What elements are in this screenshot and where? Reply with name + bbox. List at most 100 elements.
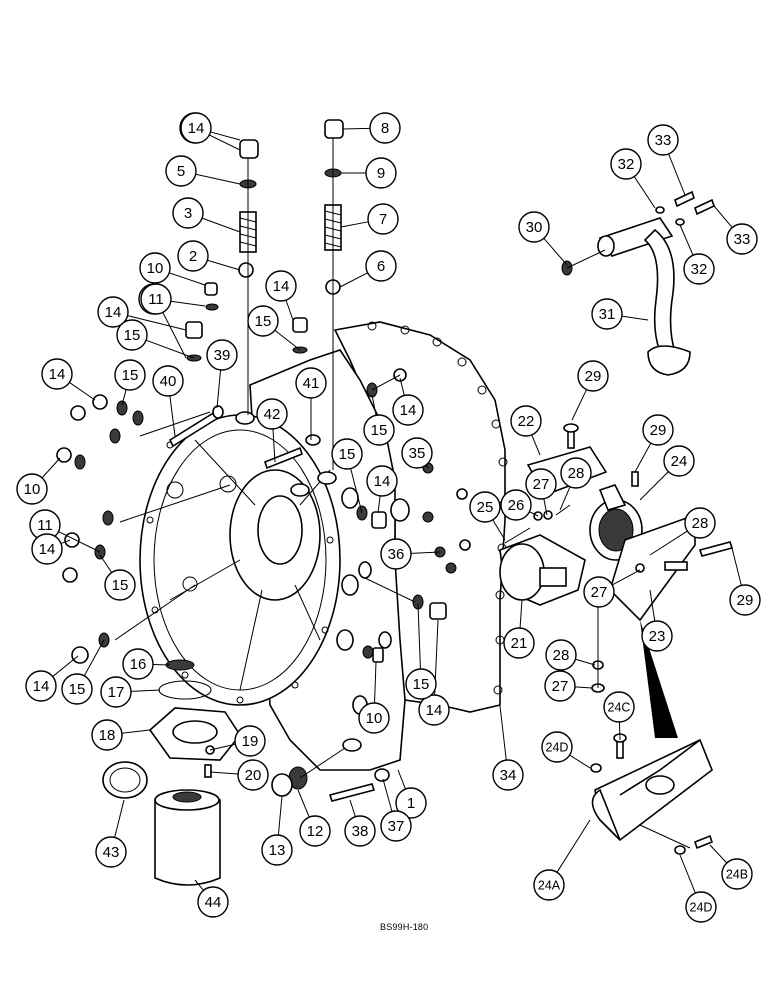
- callout-leader: [543, 237, 568, 266]
- callout-label: 15: [339, 446, 356, 463]
- callout-label: 43: [103, 844, 120, 861]
- callout-circle: [114, 359, 146, 391]
- callout-leader: [209, 771, 239, 775]
- callout-24d: 24D: [679, 854, 717, 923]
- callout-leader: [574, 686, 593, 689]
- callout-43: 43: [95, 799, 127, 868]
- callout-circle: [172, 197, 204, 229]
- callout-circle: [247, 305, 279, 337]
- callouts: 1234567891010101111111213141414141414141…: [16, 112, 761, 923]
- callout-label: 19: [242, 733, 259, 750]
- callout-14: 14: [265, 270, 297, 321]
- callout-circle: [100, 676, 132, 708]
- callout-16: 16: [122, 648, 171, 680]
- callout-label: 3: [184, 205, 192, 222]
- callout-circle: [367, 203, 399, 235]
- callout-1: 1: [395, 769, 427, 819]
- callout-14: 14: [97, 296, 187, 331]
- callout-label: 28: [553, 647, 570, 664]
- callout-leader: [99, 554, 113, 573]
- callout-leader: [207, 259, 241, 271]
- callout-leader: [569, 754, 591, 769]
- callout-28: 28: [559, 457, 592, 511]
- callout-label: 7: [379, 211, 387, 228]
- callout-label: 14: [273, 278, 290, 295]
- callout-41: 41: [295, 367, 327, 440]
- callout-36: 36: [380, 538, 441, 570]
- callout-32: 32: [679, 224, 715, 285]
- callout-39: 39: [206, 339, 238, 409]
- callout-circle: [577, 360, 609, 392]
- callout-circle: [392, 394, 424, 426]
- callout-7: 7: [340, 203, 399, 235]
- callout-leader: [60, 539, 71, 544]
- callout-leader: [169, 395, 176, 437]
- callout-circle: [152, 365, 184, 397]
- callout-label: 44: [205, 894, 222, 911]
- callout-label: 14: [374, 473, 391, 490]
- callout-label: 15: [413, 676, 430, 693]
- callout-leader: [374, 661, 377, 704]
- callout-circle: [366, 465, 398, 497]
- callout-label: 5: [177, 163, 185, 180]
- callout-leader: [571, 389, 587, 421]
- callout-circle: [140, 283, 172, 315]
- callout-circle: [591, 298, 623, 330]
- callout-5: 5: [165, 155, 241, 187]
- callout-circle: [177, 240, 209, 272]
- callout-label: 10: [24, 481, 41, 498]
- callout-circle: [363, 414, 395, 446]
- callout-leader: [621, 315, 649, 321]
- callout-label: 38: [352, 823, 369, 840]
- callout-circle: [25, 670, 57, 702]
- callout-label: 37: [388, 818, 405, 835]
- callout-label: 16: [130, 656, 147, 673]
- callout-circle: [610, 148, 642, 180]
- callout-leader: [349, 799, 356, 817]
- callout-label: 15: [371, 422, 388, 439]
- callout-circle: [726, 223, 758, 255]
- callout-leader: [83, 639, 105, 677]
- callout-31: 31: [591, 298, 649, 330]
- callout-circle: [518, 211, 550, 243]
- callout-circle: [234, 725, 266, 757]
- callout-22: 22: [510, 405, 542, 456]
- callout-leader: [127, 315, 187, 331]
- callout-14: 14: [41, 358, 96, 401]
- guard-assembly: [590, 733, 713, 855]
- callout-label: 15: [124, 327, 141, 344]
- callout-17: 17: [100, 676, 161, 708]
- callout-circle: [116, 319, 148, 351]
- callout-label: 20: [245, 767, 262, 784]
- callout-leader: [371, 394, 377, 416]
- callout-circle: [41, 358, 73, 390]
- callout-label: 24D: [546, 741, 569, 755]
- callout-label: 21: [511, 635, 528, 652]
- callout-circle: [237, 759, 269, 791]
- callout-6: 6: [339, 250, 397, 288]
- callout-label: 28: [692, 515, 709, 532]
- callout-circle: [685, 891, 717, 923]
- callout-14: 14: [366, 465, 398, 514]
- callout-circle: [418, 694, 450, 726]
- callout-leader: [297, 789, 310, 818]
- callout-label: 15: [69, 681, 86, 698]
- callout-label: 10: [147, 260, 164, 277]
- callout-label: 14: [426, 702, 443, 719]
- callout-14: 14: [392, 377, 424, 426]
- callout-circle: [380, 810, 412, 842]
- callout-leader: [121, 389, 127, 406]
- callout-15: 15: [61, 639, 105, 705]
- callout-circle: [541, 731, 573, 763]
- callout-label: 27: [533, 476, 550, 493]
- callout-9: 9: [341, 157, 397, 189]
- callout-leader: [399, 377, 405, 396]
- callout-circle: [503, 627, 535, 659]
- callout-34: 34: [492, 705, 524, 791]
- callout-label: 40: [160, 373, 177, 390]
- callout-label: 29: [585, 368, 602, 385]
- callout-leader: [519, 599, 523, 629]
- callout-circle: [533, 869, 565, 901]
- tube-assembly: [561, 190, 715, 376]
- callout-circle: [122, 648, 154, 680]
